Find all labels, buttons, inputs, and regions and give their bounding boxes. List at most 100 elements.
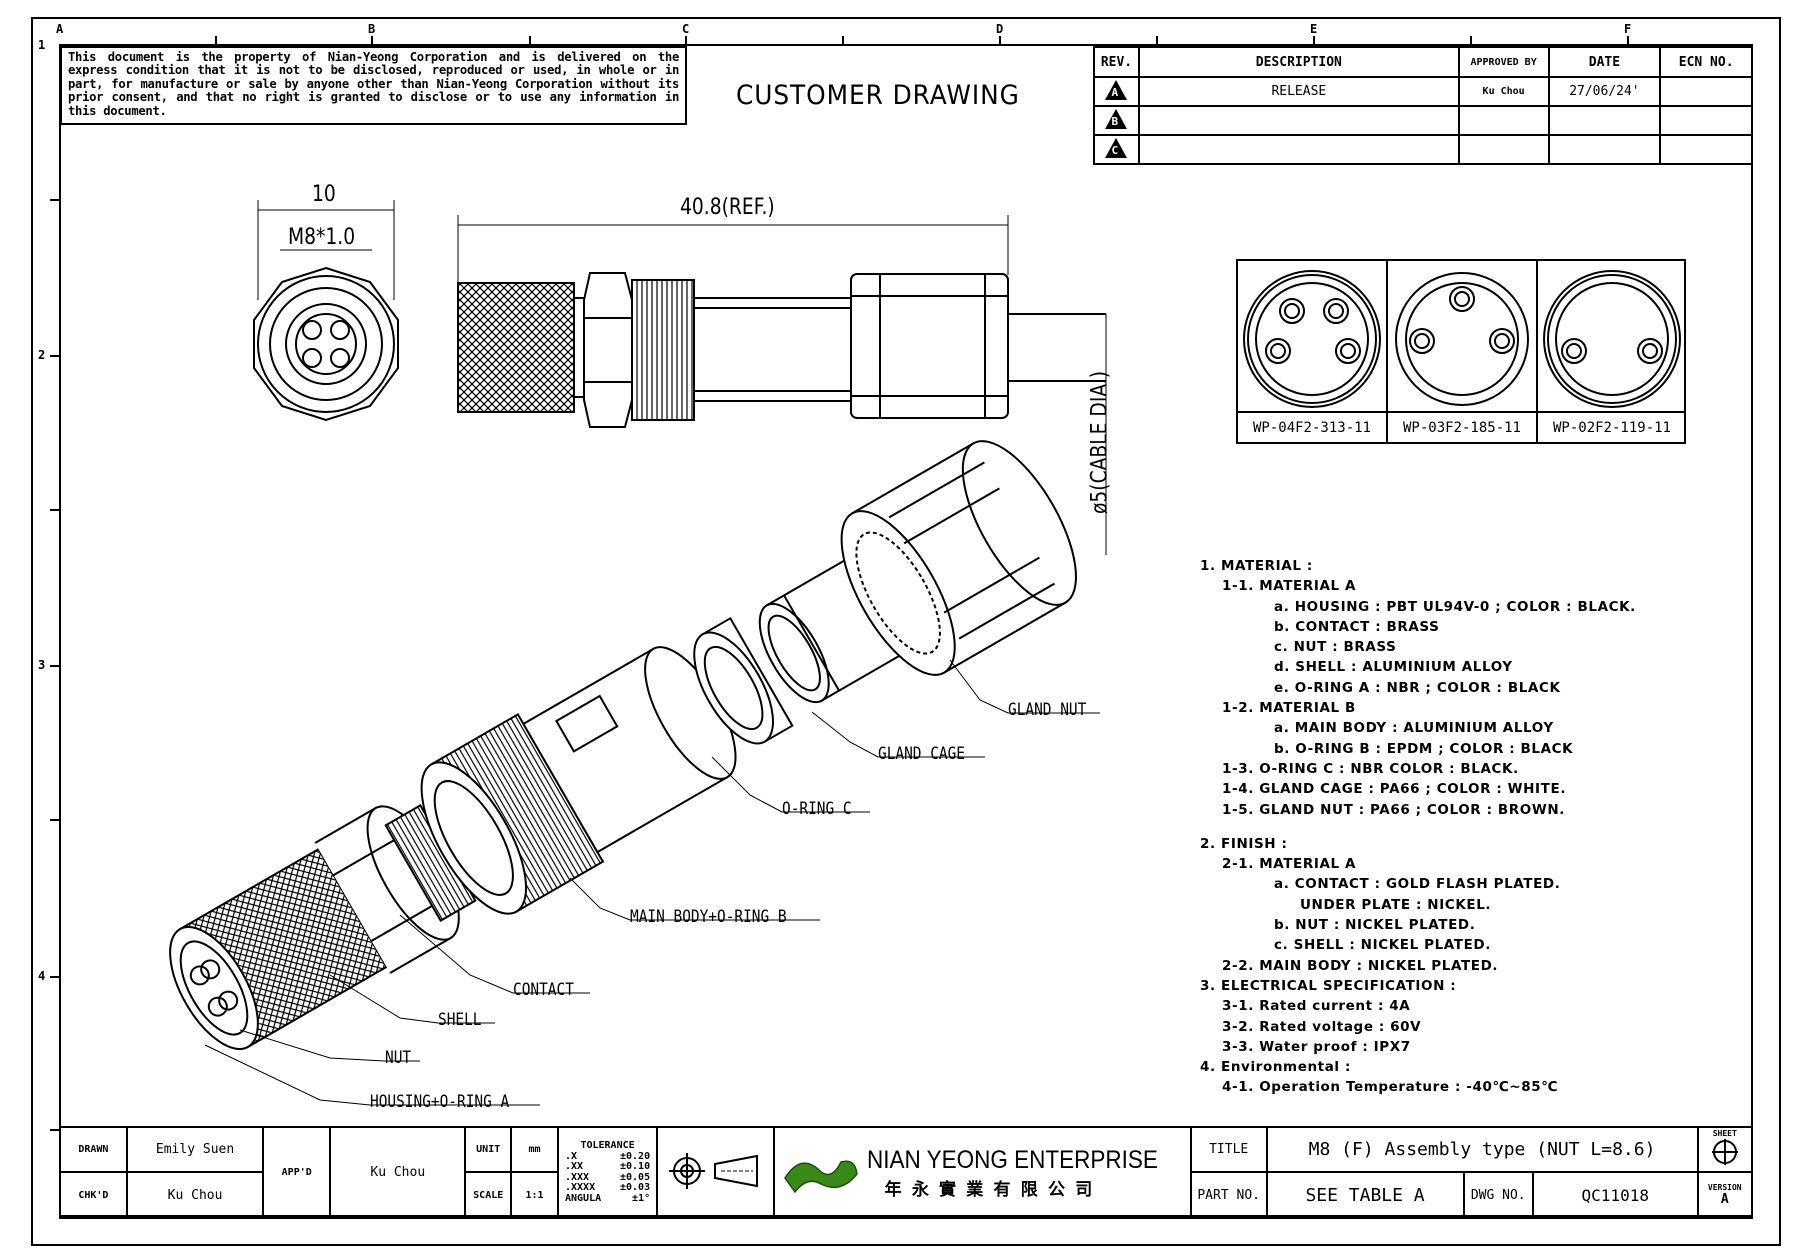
note-line: 1-4. GLAND CAGE : PA66 ; COLOR : WHITE. [1222, 781, 1567, 798]
tolerance-cell: TOLERANCE .X±0.20.XX±0.10.XXX±0.05.XXXX±… [556, 1126, 659, 1219]
note-line: b. NUT : NICKEL PLATED. [1274, 917, 1476, 934]
rev-letter: C [1111, 143, 1119, 157]
pin-config-label: WP-03F2-185-11 [1388, 411, 1536, 442]
company-logo-icon [783, 1160, 858, 1193]
projection-symbol [656, 1126, 775, 1219]
part-no-label: PART NO. [1189, 1171, 1268, 1219]
rev-date [1547, 105, 1662, 136]
drawn-by: Emily Suen [125, 1126, 265, 1173]
dimension-width: 10 [312, 182, 336, 207]
note-line: UNDER PLATE : NICKEL. [1300, 896, 1492, 913]
3-pin-face-icon [1395, 272, 1529, 406]
gland-nut-part [840, 440, 1077, 676]
note-line: 2. FINISH : [1200, 835, 1288, 852]
grid-col-f: F [1624, 22, 1632, 36]
date-header: DATE [1547, 46, 1662, 78]
rev-date: 27/06/24' [1547, 76, 1662, 107]
rev-ecn [1659, 105, 1753, 136]
tolerance-row: ANGULA±1° [559, 1193, 656, 1205]
rev-description [1137, 134, 1460, 165]
revision-row: A RELEASE Ku Chou 27/06/24' [1093, 76, 1753, 107]
grid-col-a: A [56, 22, 64, 36]
note-line: b. CONTACT : BRASS [1274, 618, 1440, 635]
front-view [253, 200, 399, 422]
grid-row-3: 3 [38, 658, 46, 672]
dimension-cable-dia: ø5(CABLE DIA.) [1087, 370, 1113, 515]
note-line: 3-1. Rated current : 4A [1222, 998, 1411, 1015]
tolerance-value: ±0.03 [620, 1182, 651, 1193]
sheet-cell: SHEET [1696, 1126, 1754, 1173]
tolerance-precision: .XXX [565, 1171, 590, 1183]
callout-nut: NUT [385, 1048, 412, 1068]
approved-by: Ku Chou [329, 1126, 467, 1219]
note-line: a. MAIN BODY : ALUMINIUM ALLOY [1274, 720, 1554, 737]
4-pin-face-icon [1243, 270, 1381, 408]
tolerance-precision: .XX [565, 1161, 584, 1172]
rev-approved-by: Ku Chou [1457, 76, 1550, 107]
note-line: 3-3. Water proof : IPX7 [1222, 1038, 1411, 1055]
tolerance-title: TOLERANCE [580, 1140, 635, 1151]
note-line: 2-1. MATERIAL A [1222, 856, 1357, 873]
pin-config-3pin: WP-03F2-185-11 [1388, 261, 1538, 442]
note-line: d. SHELL : ALUMINIUM ALLOY [1274, 659, 1513, 676]
rev-triangle-icon: B [1093, 105, 1140, 136]
pin-config-table: WP-04F2-313-11 WP-03F2-185-11 WP-02F2-11… [1236, 259, 1686, 444]
rev-header: REV. [1093, 46, 1140, 78]
note-line: 1-3. O-RING C : NBR COLOR : BLACK. [1222, 760, 1519, 777]
grid-row-1: 1 [38, 38, 46, 52]
company-name-chinese: 年 永 實 業 有 限 公 司 [884, 1179, 1093, 1200]
callout-contact: CONTACT [513, 980, 574, 1000]
rev-approved-by [1457, 105, 1550, 136]
tolerance-value: ±0.05 [620, 1171, 651, 1183]
rev-ecn [1659, 76, 1753, 107]
grid-col-d: D [996, 22, 1004, 36]
note-line: e. O-RING A : NBR ; COLOR : BLACK [1274, 679, 1561, 696]
rev-approved-by [1457, 134, 1550, 165]
outer-border [31, 17, 1781, 1246]
note-line: 4-1. Operation Temperature : -40℃~85℃ [1222, 1079, 1559, 1096]
third-angle-projection-icon [669, 1152, 759, 1189]
shell-hex-part [314, 804, 477, 974]
company-name: NIAN YEONG ENTERPRISE [866, 1145, 1158, 1174]
rev-description [1137, 105, 1460, 136]
tolerance-precision: .X [565, 1150, 578, 1162]
title-label: TITLE [1189, 1126, 1268, 1173]
approved-by-header: APPROVED BY [1457, 46, 1550, 78]
note-line: c. SHELL : NICKEL PLATED. [1274, 937, 1491, 954]
part-no: SEE TABLE A [1265, 1171, 1465, 1219]
tolerance-row: .X±0.20 [559, 1150, 656, 1163]
2-pin-face-icon [1543, 270, 1681, 408]
grid-row-2: 2 [38, 348, 46, 362]
callout-main-body: MAIN BODY+O-RING B [630, 907, 787, 927]
dimension-thread: M8*1.0 [288, 225, 356, 250]
approved-label: APP'D [262, 1126, 332, 1219]
grid-col-e: E [1310, 22, 1318, 36]
revision-row: C [1093, 134, 1753, 165]
drawn-label: DRAWN [59, 1126, 128, 1173]
callout-housing: HOUSING+O-RING A [370, 1092, 510, 1112]
pin-config-4pin: WP-04F2-313-11 [1238, 261, 1388, 442]
callout-leaders [204, 659, 1100, 1106]
dimension-length: 40.8(REF.) [680, 195, 775, 220]
dwg-no: QC11018 [1531, 1171, 1699, 1219]
pin-config-label: WP-02F2-119-11 [1538, 411, 1686, 442]
rev-ecn [1659, 134, 1753, 165]
sheet-symbol-icon [1711, 1139, 1738, 1165]
rev-triangle-icon: C [1093, 134, 1140, 165]
revision-header-row: REV. DESCRIPTION APPROVED BY DATE ECN NO… [1093, 46, 1753, 78]
rev-letter: B [1111, 114, 1119, 128]
note-line: 3-2. Rated voltage : 60V [1222, 1018, 1422, 1035]
housing-nut-part [169, 847, 388, 1051]
callout-o-ring-c: O-RING C [782, 799, 852, 819]
checked-label: CHK'D [59, 1171, 128, 1219]
drawing-title: M8 (F) Assembly type (NUT L=8.6) [1265, 1126, 1699, 1173]
o-ring-c-part [693, 616, 794, 745]
pin-config-label: WP-04F2-313-11 [1238, 411, 1386, 442]
rev-date [1547, 134, 1662, 165]
rev-description: RELEASE [1137, 76, 1460, 107]
exploded-view [169, 440, 1077, 1051]
note-line: a. CONTACT : GOLD FLASH PLATED. [1274, 876, 1561, 893]
tolerance-precision: .XXXX [565, 1182, 596, 1193]
